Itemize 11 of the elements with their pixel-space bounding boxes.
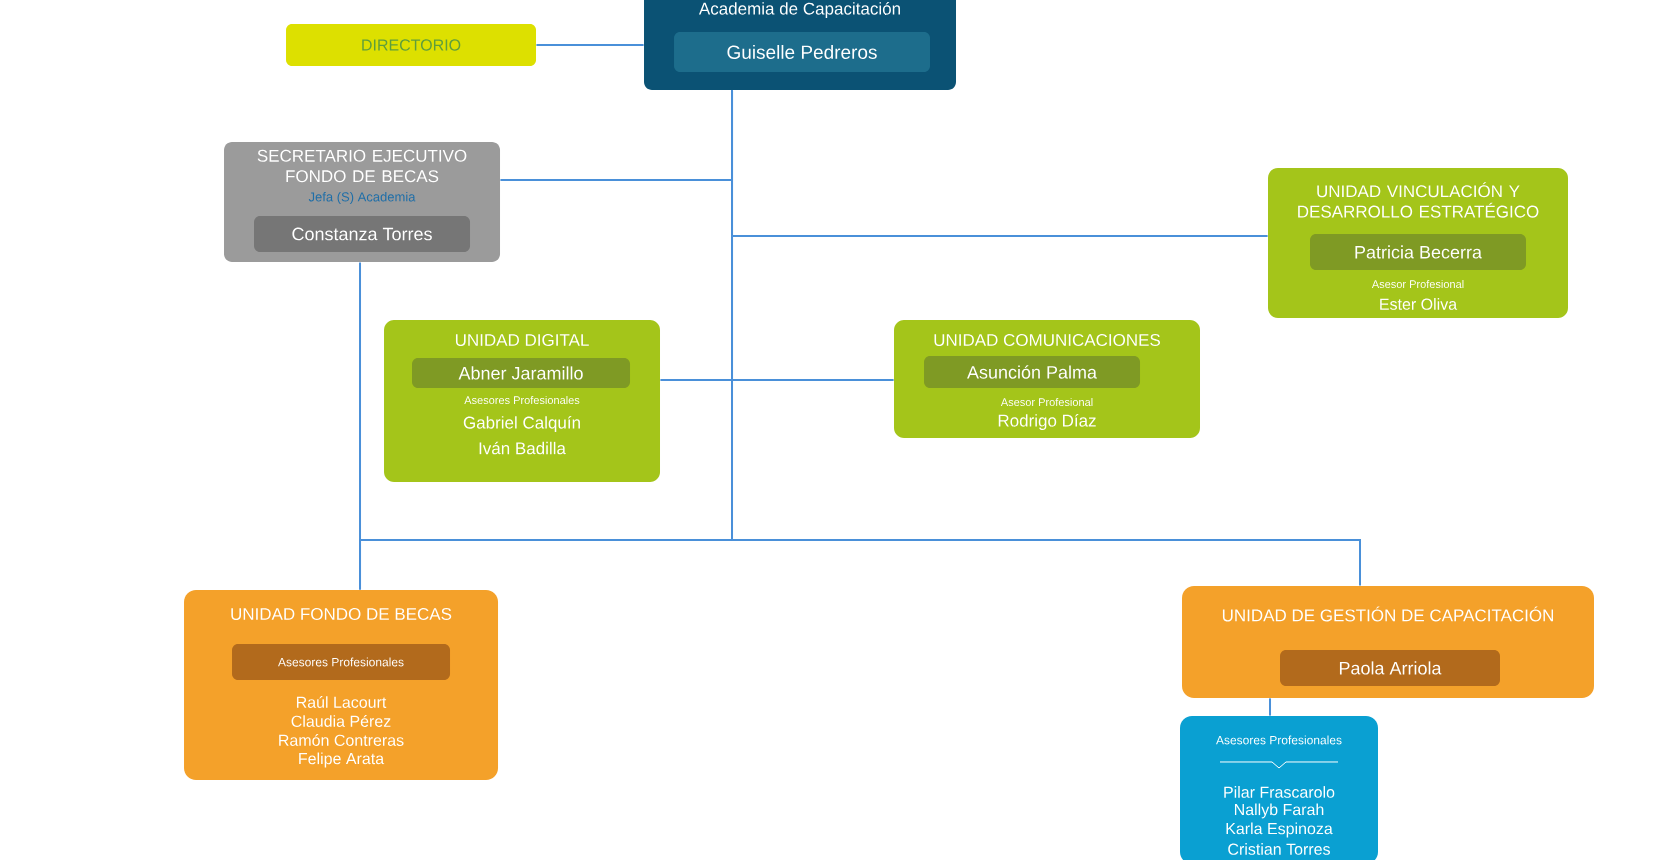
name-badge: Guiselle Pedreros bbox=[674, 32, 930, 72]
name-badge: Patricia Becerra bbox=[1310, 234, 1526, 270]
name-badge: Constanza Torres bbox=[254, 216, 470, 252]
name-badge: Asunción Palma bbox=[924, 356, 1140, 388]
name-badge: Paola Arriola bbox=[1280, 650, 1500, 686]
connector-line bbox=[731, 89, 1361, 587]
connector-line bbox=[359, 261, 361, 591]
unit-box: DIRECTORIO bbox=[286, 24, 536, 66]
name-badge: Abner Jaramillo bbox=[412, 358, 630, 388]
connector-line bbox=[535, 44, 645, 46]
connector-line bbox=[1269, 697, 1271, 717]
